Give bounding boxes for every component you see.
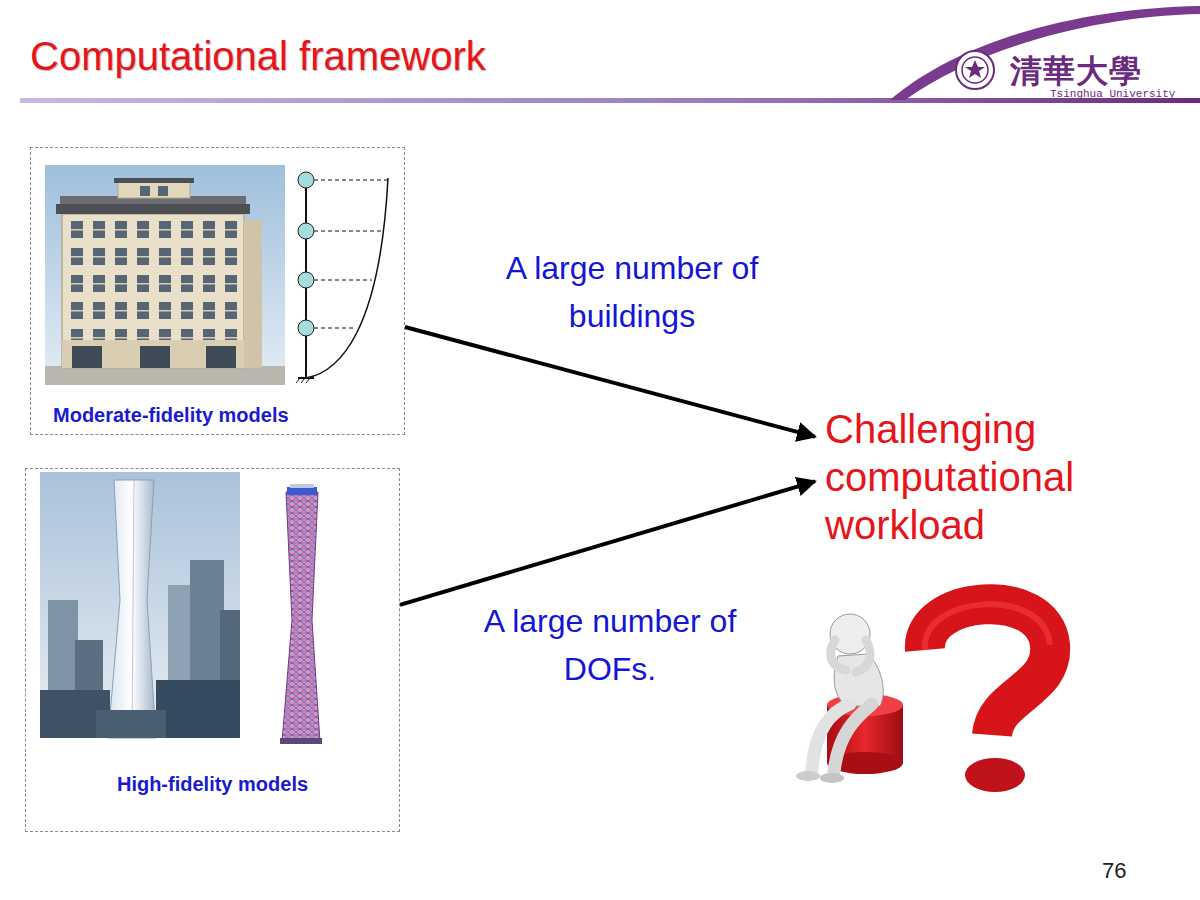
residential-building-image	[45, 165, 285, 385]
university-emblem	[956, 51, 994, 89]
skyscraper-image	[40, 472, 240, 738]
model-panel: Moderate-fidelity models	[30, 147, 405, 435]
arrow-connector	[400, 481, 815, 605]
edge-label: A large number of buildings	[463, 244, 801, 340]
logo-text: 清華大學	[1010, 50, 1142, 94]
outcome-text: Challenging computational workload	[825, 405, 1135, 549]
finite-element-model	[280, 484, 322, 744]
node-text: Challenging computational workload	[825, 405, 1135, 549]
logo-subtitle: Tsinghua University	[1050, 88, 1175, 100]
node-text: High-fidelity models	[115, 772, 310, 797]
stick-model	[296, 172, 388, 383]
edge-label: A large number of DOFs.	[441, 597, 779, 693]
header-swoosh	[890, 6, 1200, 100]
worried-person-figure	[796, 604, 1050, 792]
slide-title: Computational framework	[30, 34, 486, 79]
model-panel: High-fidelity models	[25, 468, 400, 832]
node-text: Moderate-fidelity models	[51, 403, 291, 428]
header-rule	[20, 98, 1200, 103]
page-number: 76	[1102, 858, 1126, 884]
arrow-connector	[405, 327, 815, 437]
